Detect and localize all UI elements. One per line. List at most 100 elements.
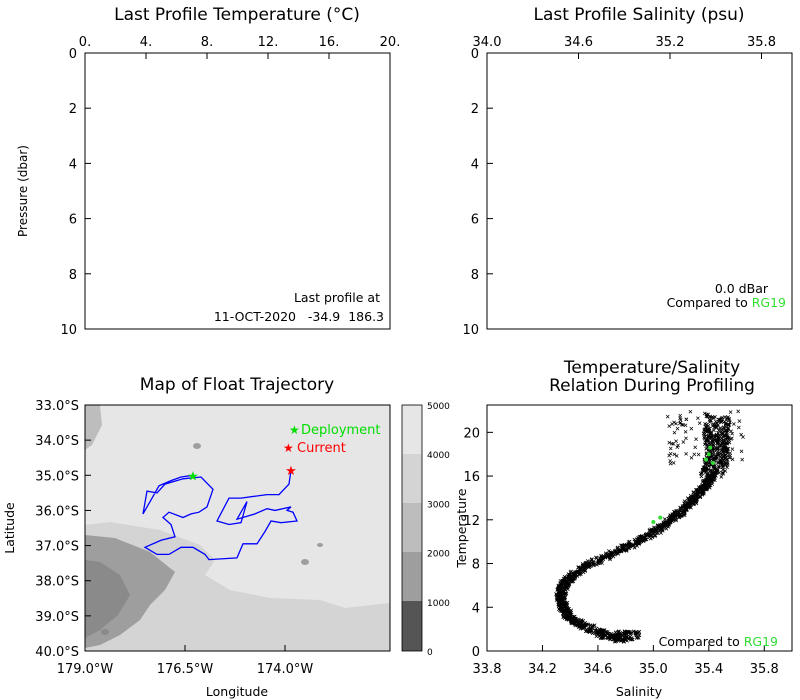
ts-point <box>636 635 641 640</box>
ts-point <box>674 421 678 426</box>
ts-point <box>717 465 721 470</box>
ts-point <box>629 543 634 548</box>
latitude-tick-label: 35.0°S <box>35 469 79 484</box>
ts-point <box>594 626 599 631</box>
legend-current-label: Current <box>297 441 346 456</box>
ts-point <box>736 409 741 414</box>
map-plot-frame <box>84 404 391 652</box>
ts-point <box>724 428 729 432</box>
temperature-title: Last Profile Temperature (°C) <box>114 5 360 25</box>
pressure-y-tick-label: 6 <box>69 213 77 228</box>
ts-y-tick-label: 8 <box>472 558 480 573</box>
ts-point <box>710 415 715 419</box>
ts-point <box>702 411 707 416</box>
ts-point <box>638 534 643 539</box>
ts-reference-point <box>706 452 711 457</box>
ts-point <box>689 455 694 460</box>
ts-point <box>668 446 673 451</box>
ts-point <box>724 418 729 422</box>
ts-point <box>627 634 632 639</box>
ts-point <box>591 563 596 568</box>
ts-point <box>559 588 564 593</box>
longitude-tick-label: 176.5°W <box>157 662 214 677</box>
seamount-4 <box>101 629 109 635</box>
salinity-x-tick-label: 34.6 <box>564 35 593 50</box>
ts-point <box>706 423 711 428</box>
ts-point <box>615 547 620 551</box>
ts-reference-points <box>651 445 715 524</box>
ts-compare-note: Compared to RG19 <box>659 634 778 649</box>
ts-point <box>704 422 709 427</box>
ts-point <box>730 457 735 462</box>
ts-point <box>601 628 606 633</box>
ts-y-tick-label: 16 <box>463 470 480 485</box>
ts-point <box>622 543 627 548</box>
ts-point <box>564 577 568 582</box>
ts-point <box>713 422 717 427</box>
ts-point <box>561 615 566 620</box>
salinity-pressure-y-tick-label: 2 <box>471 102 479 117</box>
ts-x-tick-label: 34.2 <box>528 662 557 677</box>
ts-point <box>723 421 728 426</box>
pressure-y-tick-label: 10 <box>60 323 77 338</box>
latitude-tick-label: 39.0°S <box>35 610 79 625</box>
ts-point <box>650 535 655 540</box>
salinity-x-tick-label: 34.0 <box>473 35 502 50</box>
temperature-x-tick-label: 8. <box>201 35 213 50</box>
ts-point <box>689 426 694 431</box>
ts-point <box>623 548 628 552</box>
ts-point <box>651 531 656 536</box>
deployment-marker: ★ <box>187 469 199 484</box>
ts-point <box>725 415 730 420</box>
ts-point <box>684 417 689 422</box>
ts-point <box>707 426 712 431</box>
ts-point <box>583 569 587 573</box>
ts-point <box>586 562 591 567</box>
ts-point <box>710 438 715 443</box>
last-profile-line1: Last profile at <box>294 290 380 305</box>
colorbar-tick-label: 3000 <box>427 500 450 510</box>
ts-point <box>713 467 717 472</box>
salinity-depth-note: 0.0 dBar <box>715 281 769 296</box>
bathymetry-deep <box>85 560 130 638</box>
ts-point <box>618 548 623 553</box>
ts-point <box>575 622 580 626</box>
ts-point <box>561 576 566 581</box>
ts-point <box>710 472 715 477</box>
pressure-y-tick-label: 0 <box>69 47 77 62</box>
ts-point <box>590 623 595 628</box>
ts-point <box>590 557 594 561</box>
ts-point <box>710 442 714 447</box>
ts-point <box>714 424 718 429</box>
colorbar-tick-label: 1000 <box>427 599 450 609</box>
latitude-tick-label: 34.0°S <box>35 434 79 449</box>
ts-point <box>586 622 591 627</box>
ts-point <box>571 571 576 576</box>
ts-point <box>578 567 583 571</box>
ts-point <box>723 422 728 427</box>
ts-point <box>674 439 678 444</box>
ts-point <box>708 468 713 473</box>
ts-point <box>567 610 572 614</box>
ts-point <box>620 637 625 642</box>
pressure-y-tick-label: 8 <box>69 268 77 283</box>
ts-point <box>706 433 711 438</box>
salinity-title: Last Profile Salinity (psu) <box>533 5 744 25</box>
float-trajectory <box>142 469 298 561</box>
ts-point <box>628 543 632 547</box>
ts-point <box>715 456 719 461</box>
ts-point <box>699 474 704 479</box>
ts-point <box>667 440 672 445</box>
ts-point <box>635 537 640 542</box>
ts-point <box>729 437 733 441</box>
ts-point <box>703 425 708 429</box>
ts-point <box>707 441 712 446</box>
ts-point <box>559 583 564 588</box>
ts-point <box>704 412 709 417</box>
ts-point <box>593 628 598 633</box>
temperature-x-tick-label: 4. <box>140 35 152 50</box>
ts-point <box>643 532 648 537</box>
